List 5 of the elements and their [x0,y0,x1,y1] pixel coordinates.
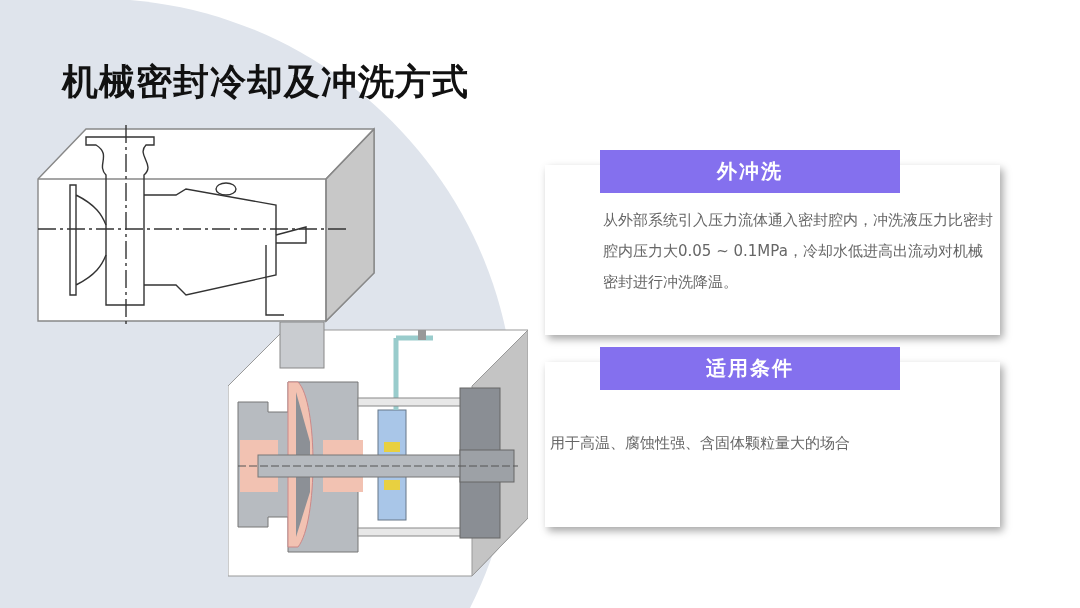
heading-banner: 适用条件 [600,347,900,390]
description-text: 用于高温、腐蚀性强、含固体颗粒量大的场合 [550,433,851,454]
heading-banner: 外冲洗 [600,150,900,193]
description-text: 从外部系统引入压力流体通入密封腔内，冲洗液压力比密封腔内压力大0.05 ~ 0.1MPa，冷却水低进高出流动对机械密封进行冲洗降温。 [603,210,993,293]
slide-title: 机械密封冷却及冲洗方式 [62,60,469,104]
